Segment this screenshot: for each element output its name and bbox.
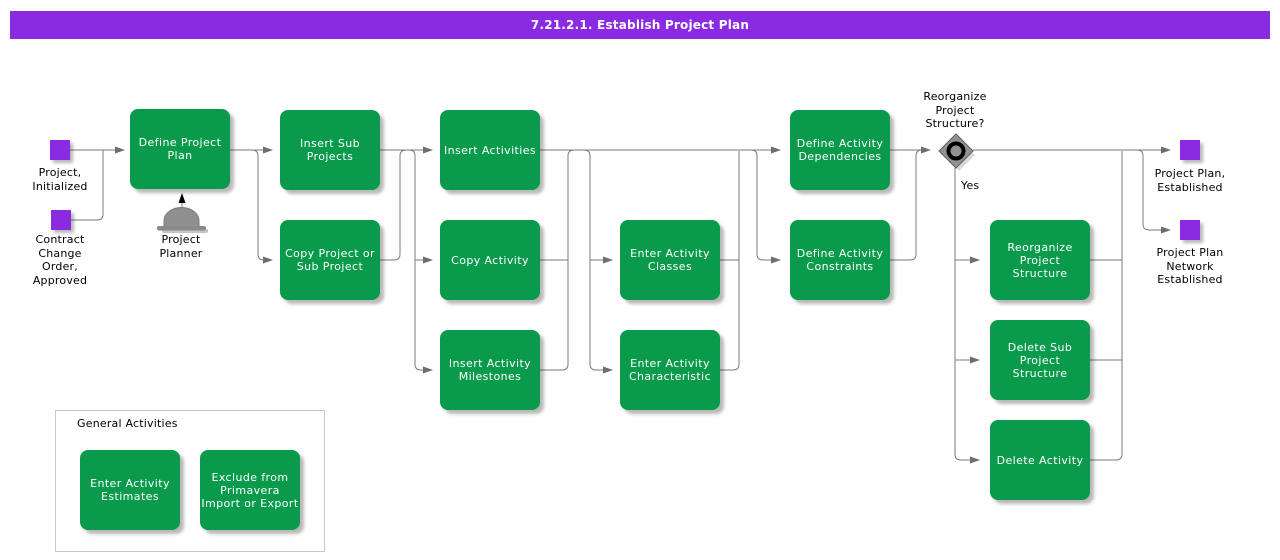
task-reorganize-project-structure[interactable]: Reorganize Project Structure — [990, 220, 1090, 300]
connector — [720, 151, 740, 371]
actor-label-project-planner: Project Planner — [159, 233, 203, 260]
event-label-contract-change-order: Contract Change Order, Approved — [32, 233, 88, 287]
decision-ring-icon — [946, 141, 966, 161]
connector — [380, 149, 407, 261]
connector — [230, 149, 273, 264]
task-define-activity-dependencies[interactable]: Define Activity Dependencies — [790, 110, 890, 190]
connector — [890, 149, 923, 261]
task-enter-activity-estimates[interactable]: Enter Activity Estimates — [80, 450, 180, 530]
connector — [408, 149, 433, 374]
connector — [750, 149, 781, 264]
task-define-project-plan[interactable]: Define Project Plan — [130, 109, 230, 189]
task-insert-activities[interactable]: Insert Activities — [440, 110, 540, 190]
event-label-project-plan-established: Project Plan, Established — [1154, 167, 1226, 194]
actor-icon — [157, 193, 208, 233]
diagram-title-bar: 7.21.2.1. Establish Project Plan — [10, 11, 1270, 39]
task-copy-activity[interactable]: Copy Activity — [440, 220, 540, 300]
task-enter-activity-classes[interactable]: Enter Activity Classes — [620, 220, 720, 300]
page-title: 7.21.2.1. Establish Project Plan — [530, 18, 750, 32]
event-project-initialized[interactable] — [50, 140, 70, 160]
task-exclude-from-primavera-import-or-export[interactable]: Exclude from Primavera Import or Export — [200, 450, 300, 530]
task-insert-activity-milestones[interactable]: Insert Activity Milestones — [440, 330, 540, 410]
connector — [583, 149, 613, 374]
task-define-activity-constraints[interactable]: Define Activity Constraints — [790, 220, 890, 300]
connector — [954, 168, 980, 464]
task-copy-project-or-sub-project[interactable]: Copy Project or Sub Project — [280, 220, 380, 300]
actor-hat-brim — [157, 226, 206, 231]
task-delete-activity[interactable]: Delete Activity — [990, 420, 1090, 500]
task-enter-activity-characteristic[interactable]: Enter Activity Characteristic — [620, 330, 720, 410]
connector — [71, 150, 104, 221]
decision-question-label: Reorganize Project Structure? — [923, 90, 987, 130]
task-delete-sub-project-structure[interactable]: Delete Sub Project Structure — [990, 320, 1090, 400]
connector — [1090, 151, 1123, 461]
event-contract-change-order-approved[interactable] — [51, 210, 71, 230]
event-project-plan-established[interactable] — [1180, 140, 1200, 160]
task-insert-sub-projects[interactable]: Insert Sub Projects — [280, 110, 380, 190]
actor-hat-dome — [163, 207, 200, 228]
connector — [540, 149, 575, 371]
general-activities-title: General Activities — [77, 417, 178, 430]
event-label-project-initialized: Project, Initialized — [32, 166, 88, 193]
decision-yes-label: Yes — [961, 179, 980, 192]
event-project-plan-network-established[interactable] — [1180, 220, 1200, 240]
connector — [1136, 149, 1171, 234]
decision-diamond — [938, 133, 975, 171]
event-label-project-plan-network: Project Plan Network Established — [1156, 246, 1224, 286]
decision-gateway-icon — [938, 133, 974, 169]
